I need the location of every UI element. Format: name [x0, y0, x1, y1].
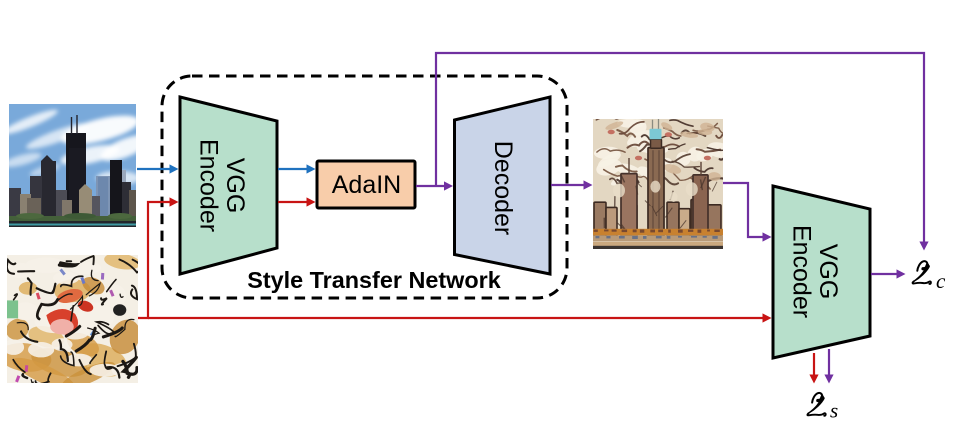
svg-text:Encoder: Encoder	[195, 139, 223, 232]
svg-text:VGG: VGG	[221, 158, 249, 214]
svg-text:Decoder: Decoder	[489, 141, 517, 236]
svg-text:AdaIN: AdaIN	[332, 171, 401, 199]
svg-text:Style Transfer Network: Style Transfer Network	[247, 267, 501, 293]
svg-text:c: c	[936, 269, 946, 293]
svg-text:VGG: VGG	[814, 244, 842, 300]
svg-text:s: s	[830, 399, 838, 423]
svg-text:Encoder: Encoder	[788, 225, 816, 318]
